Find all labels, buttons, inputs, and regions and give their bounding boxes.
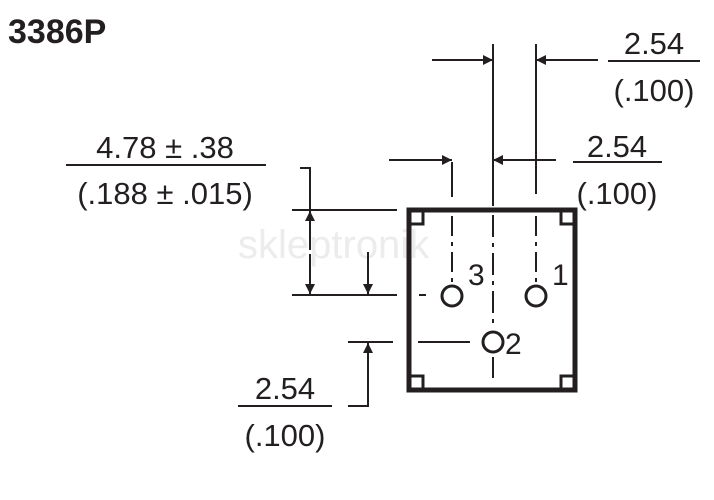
pin-2-label: 2 xyxy=(505,328,522,361)
dim-left-metric: 4.78 ± .38 xyxy=(96,130,234,165)
pin-2-pad xyxy=(481,330,505,354)
corner-tab-top-left xyxy=(407,208,425,226)
corner-tab-bottom-left xyxy=(407,374,425,392)
dimension-lines xyxy=(292,55,598,407)
package-body-outline xyxy=(406,207,578,393)
dim-middle-right-imperial: (.100) xyxy=(577,176,658,211)
pin-3-label: 3 xyxy=(468,259,485,292)
dim-top-right-metric: 2.54 xyxy=(624,26,684,61)
dim-left-imperial: (.188 ± .015) xyxy=(77,176,253,211)
pin-1-label: 1 xyxy=(552,259,569,292)
part-number-title: 3386P xyxy=(8,13,106,51)
corner-tab-top-right xyxy=(559,208,577,226)
centre-lines xyxy=(418,44,537,378)
corner-tab-bottom-right xyxy=(559,374,577,392)
pin-1-pad xyxy=(524,284,548,308)
watermark-text: skleptronik xyxy=(238,223,430,267)
dim-bottom-left-metric: 2.54 xyxy=(255,371,315,406)
dim-top-right-imperial: (.100) xyxy=(614,73,695,108)
dim-bottom-left-imperial: (.100) xyxy=(245,418,326,453)
pin-3-pad xyxy=(440,284,464,308)
dim-middle-right-metric: 2.54 xyxy=(587,129,647,164)
